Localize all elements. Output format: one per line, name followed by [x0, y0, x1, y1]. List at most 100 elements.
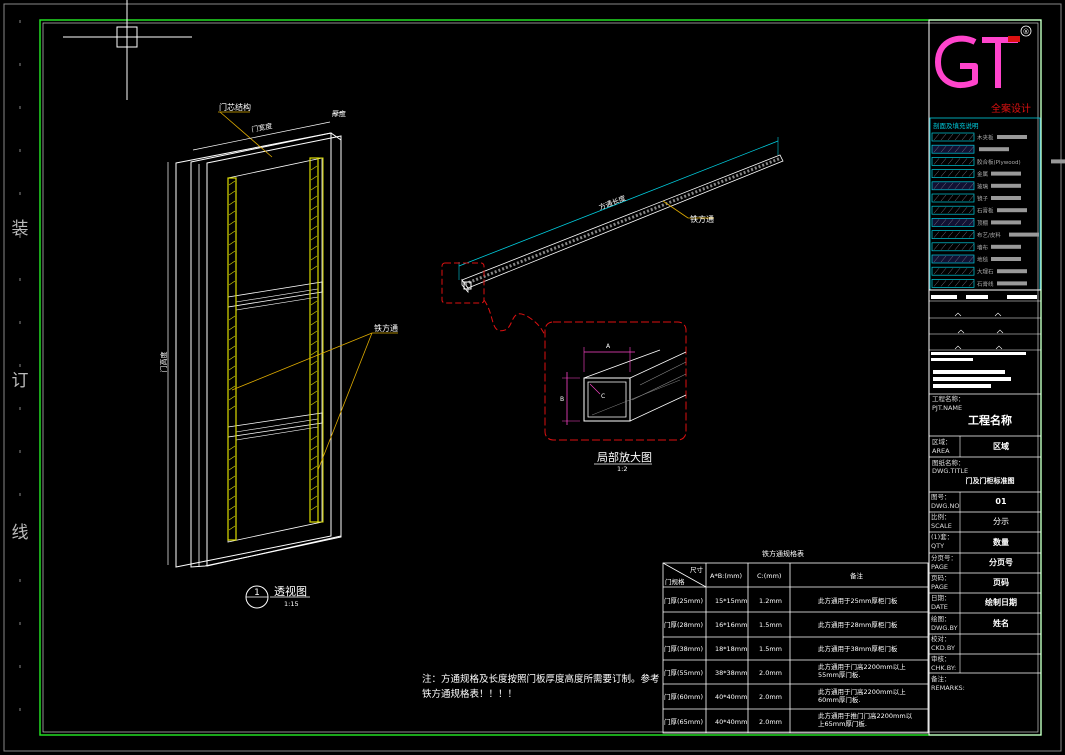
spec-header-c: C:(mm)	[757, 572, 782, 580]
legend-label: 大理石	[977, 268, 994, 276]
tb-remarks-label-en: REMARKS:	[931, 684, 965, 692]
tb-drawn-label: 绘图：	[931, 615, 951, 623]
tb-scale-value: 分示	[993, 517, 1009, 526]
legend-redacted	[1051, 159, 1065, 164]
detail-dim-a: A	[606, 343, 611, 350]
binding-mark-3: 线	[11, 523, 29, 543]
view-number: 1	[254, 588, 260, 598]
spec-row-3-spec: 门厚(38mm)	[664, 645, 704, 653]
legend-label: 地毯	[977, 256, 989, 264]
tb-qty-label-en: QTY	[931, 542, 945, 550]
legend-label: 胶合板(Plywood)	[977, 158, 1021, 166]
detail-title: 局部放大图	[597, 450, 652, 464]
legend-hatch	[933, 170, 975, 177]
spec-table-grid	[662, 562, 929, 734]
legend-swatch	[931, 266, 975, 276]
tb-no-label-en: DWG.NO	[931, 502, 960, 510]
label-rod-tube: 铁方通	[690, 214, 714, 224]
tb-drawn-label-en: DWG.BY	[931, 624, 958, 632]
tb-pages-label-en: PAGE	[931, 583, 948, 591]
tb-pageno-label-en: PAGE	[931, 563, 948, 571]
legend-redacted	[997, 208, 1027, 213]
legend-label: 墙布	[977, 243, 989, 251]
legend-swatch	[931, 242, 975, 252]
tb-qty-label: (1)套：	[931, 533, 954, 541]
logo-brand: 全案设计	[991, 102, 1031, 115]
legend-redacted	[997, 269, 1027, 274]
legend-label: 木夹板	[977, 134, 994, 142]
steel-rod	[441, 137, 784, 336]
tb-remarks-label: 备注：	[931, 675, 951, 683]
spec-row-4-c: 2.0mm	[759, 669, 783, 677]
legend-swatch	[931, 193, 975, 203]
legend-hatch	[933, 243, 975, 250]
tb-qty-value: 数量	[993, 538, 1009, 547]
spec-row-4-spec: 门厚(55mm)	[664, 669, 704, 677]
tb-scale-label-en: SCALE	[931, 522, 952, 530]
tb-area-value: 区域	[993, 442, 1009, 451]
door-perspective	[167, 111, 398, 568]
spec-row-6-c: 2.0mm	[759, 718, 783, 726]
binding-mark-1: 装	[11, 219, 29, 239]
outer-border	[3, 3, 1062, 752]
tb-pages-value: 页码	[993, 578, 1009, 587]
legend-swatch	[931, 181, 975, 191]
tb-date-label: 日期：	[931, 594, 951, 602]
legend-redacted	[991, 196, 1021, 200]
legend-redacted	[991, 171, 1021, 176]
legend-hatch	[933, 280, 975, 287]
title-block-arrows	[954, 312, 1004, 350]
spec-row-2-spec: 门厚(28mm)	[664, 621, 704, 629]
legend-swatch	[931, 218, 975, 227]
legend-hatch	[933, 194, 975, 202]
tb-checked2-label-en: CHK.BY:	[931, 664, 957, 672]
legend-label: 布艺/皮料	[977, 231, 1001, 239]
spec-row-1-ab: 15*15mm	[715, 597, 748, 605]
label-door-width: 门宽度	[251, 121, 273, 134]
legend-hatch	[933, 219, 975, 226]
tb-checked2-label: 审核：	[931, 655, 951, 663]
spec-row-4-note: 此方通用于门高2200mm以上55mm厚门板.	[818, 663, 906, 680]
tb-area-label-en: AREA	[932, 447, 950, 455]
legend-redacted	[1009, 232, 1039, 237]
spec-row-2-c: 1.5mm	[759, 621, 783, 629]
detail-enlarged	[544, 321, 687, 441]
spec-header-ab: A*B:(mm)	[710, 572, 743, 580]
redacted-blocks	[931, 295, 1037, 388]
legend-hatch	[933, 207, 975, 214]
tb-date-label-en: DATE	[931, 603, 948, 611]
legend-title: 剖面及填充说明	[933, 121, 979, 130]
inner-frame	[42, 22, 1039, 733]
legend-swatch	[931, 157, 975, 166]
tb-title-label-en: DWG.TITLE	[932, 467, 969, 475]
tb-pages-label: 页码：	[931, 574, 951, 582]
detail-dim-b: B	[560, 396, 564, 403]
label-steel-tube: 铁方通	[374, 323, 398, 333]
title-block-frame	[928, 19, 1042, 736]
tb-date-value: 绘制日期	[985, 598, 1017, 607]
legend-redacted	[991, 244, 1021, 249]
detail-dim-c: C	[601, 393, 605, 400]
label-door-height: 门高度	[159, 352, 168, 373]
spec-row-5-note: 此方通用于门高2200mm以上60mm厚门板.	[818, 688, 906, 705]
tb-drawn-value: 姓名	[993, 619, 1009, 628]
legend-swatches: 木夹板胶合板(Plywood)金属玻璃镜子石膏板顶棚布艺/皮料墙布地毯大理石石膏…	[931, 132, 1065, 288]
spec-header-note: 备注	[850, 572, 863, 580]
spec-row-5-ab: 40*40mm	[715, 693, 748, 701]
legend-swatch	[931, 254, 975, 264]
binding-mark-2: 订	[11, 371, 29, 391]
crosshair-cursor	[63, 0, 192, 100]
tb-no-label: 图号：	[931, 493, 951, 501]
legend-redacted	[997, 135, 1027, 139]
tb-checked-label: 校对：	[931, 635, 951, 643]
tb-project-value: 工程名称	[968, 414, 1012, 427]
legend-swatch	[931, 230, 975, 239]
label-door-core: 门芯结构	[219, 102, 251, 112]
legend-redacted	[991, 257, 1021, 261]
legend-swatch	[931, 169, 975, 178]
detail-scale: 1:2	[617, 465, 627, 473]
tb-project-label: 工程名称：	[932, 395, 965, 403]
legend-label: 金属	[977, 170, 988, 178]
legend-hatch	[933, 268, 975, 275]
